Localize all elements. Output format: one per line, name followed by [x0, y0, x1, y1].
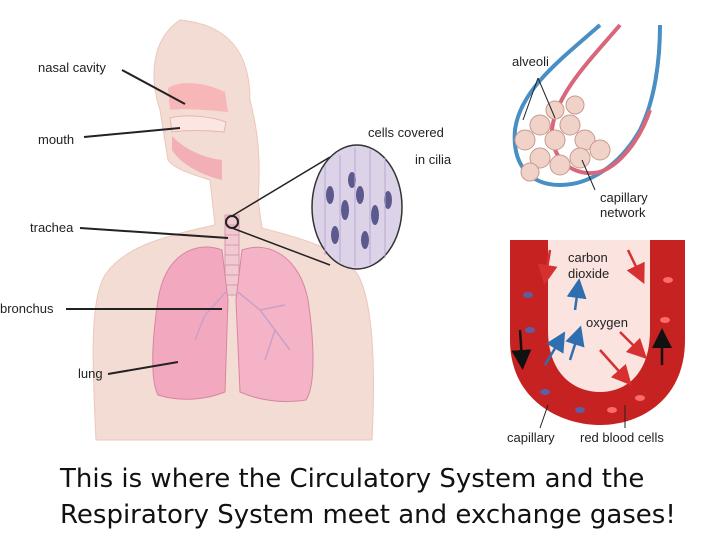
label-alveoli: alveoli [512, 54, 549, 69]
label-mouth: mouth [38, 132, 74, 147]
label-carbon: carbon [568, 250, 608, 265]
caption: This is where the Circulatory System and… [60, 461, 710, 533]
cilia-cells-inset [231, 144, 403, 270]
label-trachea: trachea [30, 220, 74, 235]
label-red-blood-cells: red blood cells [580, 430, 664, 445]
caption-line-2: Respiratory System meet and exchange gas… [60, 500, 676, 530]
label-cells-covered: cells covered [368, 125, 444, 140]
label-dioxide: dioxide [568, 266, 609, 281]
label-bronchus: bronchus [0, 301, 54, 316]
label-lung: lung [78, 366, 103, 381]
alveoli-inset [512, 23, 662, 191]
leader-lines [66, 69, 229, 375]
caption-line-1: This is where the Circulatory System and… [60, 464, 645, 494]
label-oxygen: oxygen [586, 315, 628, 330]
label-capillary-network-1: capillary [600, 190, 648, 205]
label-nasal-cavity: nasal cavity [38, 60, 106, 75]
label-in-cilia: in cilia [415, 152, 452, 167]
left-lung [152, 246, 229, 400]
right-lung [235, 246, 314, 403]
label-capillary-network-2: network [600, 205, 646, 220]
gas-exchange-inset [510, 240, 685, 429]
label-capillary: capillary [507, 430, 555, 445]
respiratory-diagram: nasal cavity mouth trachea bronchus lung… [0, 19, 685, 445]
torso-figure [92, 19, 374, 441]
